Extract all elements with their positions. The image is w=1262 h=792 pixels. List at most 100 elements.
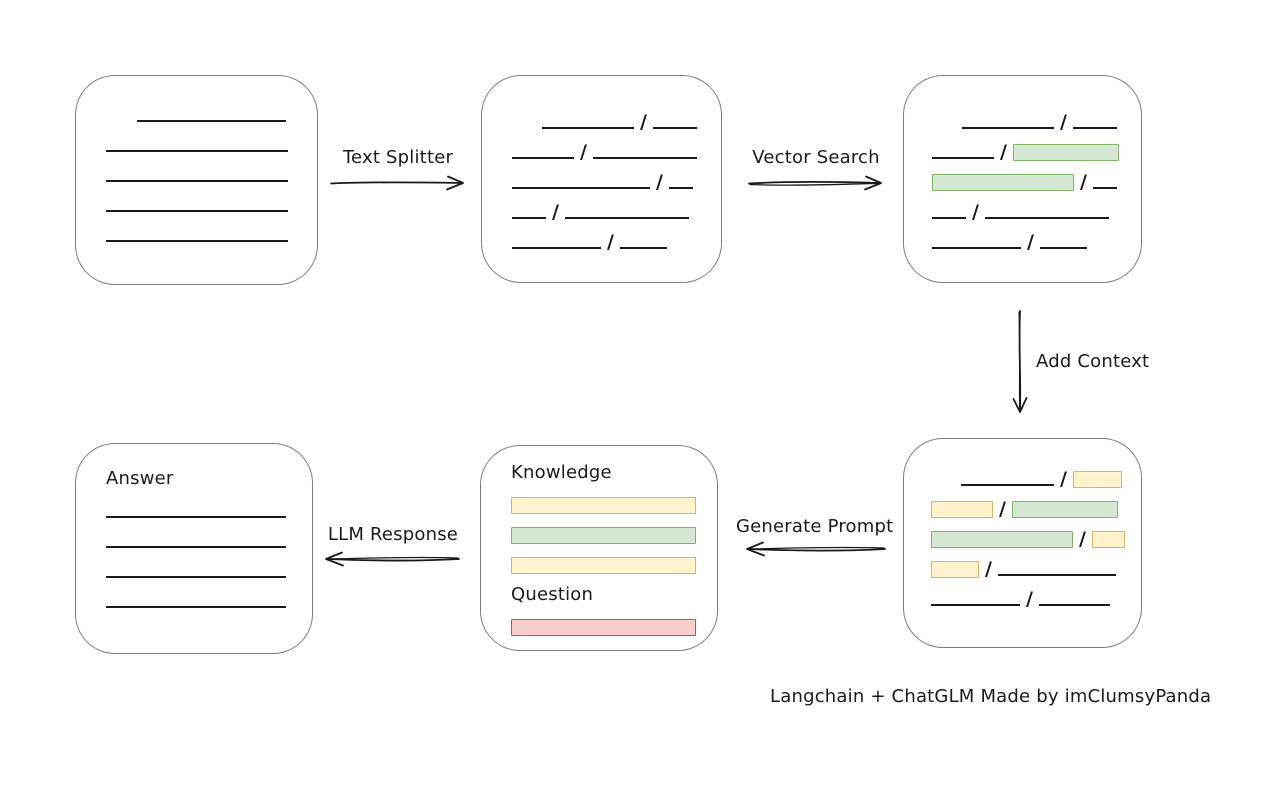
diagram-row — [511, 516, 717, 546]
yellow-highlight-rect — [1091, 531, 1125, 548]
text-splitter-arrow-icon — [330, 175, 464, 191]
slash-separator: / — [580, 141, 587, 163]
add-context-arrow-icon — [1012, 310, 1028, 413]
text-line — [931, 604, 1020, 606]
text-line — [962, 127, 1054, 129]
diagram-row: / — [512, 193, 721, 223]
text-line — [512, 187, 650, 189]
diagram-row: / — [512, 223, 721, 253]
split-chunks-box: ///// — [481, 75, 722, 283]
box-label: Answer — [106, 468, 174, 489]
document-box — [75, 75, 318, 285]
diagram-row — [106, 552, 312, 582]
yellow-highlight-rect — [931, 501, 993, 518]
box-label: Knowledge — [511, 462, 612, 483]
text-line — [106, 606, 286, 608]
green-highlight-rect — [931, 531, 1073, 548]
text-line — [1092, 187, 1117, 189]
diagram-row: / — [932, 133, 1141, 163]
text-splitter-label: Text Splitter — [342, 147, 454, 168]
text-line — [1039, 247, 1087, 249]
text-line — [961, 484, 1054, 486]
diagram-row — [511, 486, 717, 516]
text-line — [932, 217, 966, 219]
slash-separator: / — [1060, 468, 1067, 490]
answer-box: Answer — [75, 443, 313, 654]
text-line — [984, 217, 1109, 219]
yellow-highlight-rect — [511, 497, 696, 514]
text-line — [106, 150, 288, 152]
slash-separator: / — [1027, 231, 1034, 253]
diagram-row: / — [932, 193, 1141, 223]
diagram-row: / — [931, 520, 1141, 550]
text-line — [619, 247, 667, 249]
text-line — [932, 247, 1021, 249]
diagram-row — [106, 96, 317, 126]
diagram-row — [106, 216, 317, 246]
box-label: Question — [511, 584, 594, 605]
text-line — [106, 516, 286, 518]
slash-separator: / — [640, 111, 647, 133]
diagram-row — [106, 156, 317, 186]
green-highlight-rect — [932, 174, 1074, 191]
slash-separator: / — [999, 498, 1006, 520]
add-context-label: Add Context — [1036, 351, 1150, 372]
text-line — [997, 574, 1116, 576]
diagram-row: / — [512, 163, 721, 193]
diagram-row — [511, 608, 717, 638]
green-highlight-rect — [1011, 501, 1118, 518]
context-box: / / / / / — [903, 438, 1142, 648]
diagram-row: / — [931, 550, 1141, 580]
text-line — [564, 217, 689, 219]
text-line — [137, 120, 286, 122]
diagram-row: / — [512, 103, 721, 133]
diagram-row: / — [931, 460, 1141, 490]
generate-prompt-arrow-icon — [746, 541, 886, 557]
text-line — [592, 157, 697, 159]
diagram-row: / — [932, 103, 1141, 133]
text-line — [106, 546, 286, 548]
text-line — [106, 210, 288, 212]
diagram-row: Answer — [106, 460, 312, 492]
matched-chunks-box: / / / / / — [903, 75, 1142, 283]
slash-separator: / — [1079, 528, 1086, 550]
green-highlight-rect — [1012, 144, 1119, 161]
slash-separator: / — [1060, 111, 1067, 133]
text-line — [106, 180, 288, 182]
yellow-highlight-rect — [511, 557, 696, 574]
generate-prompt-label: Generate Prompt — [736, 516, 894, 537]
slash-separator: / — [1000, 141, 1007, 163]
diagram-row: / — [931, 490, 1141, 520]
diagram-row — [106, 186, 317, 216]
caption: Langchain + ChatGLM Made by imClumsyPand… — [770, 686, 1212, 707]
diagram-row: Knowledge — [511, 454, 717, 486]
diagram-row — [511, 546, 717, 576]
vector-search-label: Vector Search — [752, 147, 880, 168]
slash-separator: / — [1080, 171, 1087, 193]
llm-response-arrow-icon — [325, 551, 460, 567]
slash-separator: / — [972, 201, 979, 223]
text-line — [932, 157, 994, 159]
text-line — [512, 217, 546, 219]
diagram-row — [106, 126, 317, 156]
yellow-highlight-rect — [1072, 471, 1122, 488]
slash-separator: / — [656, 171, 663, 193]
diagram-row: / — [932, 223, 1141, 253]
text-line — [668, 187, 693, 189]
slash-separator: / — [985, 558, 992, 580]
red-highlight-rect — [511, 619, 696, 636]
diagram-row: Question — [511, 576, 717, 608]
text-line — [106, 576, 286, 578]
vector-search-arrow-icon — [748, 175, 882, 191]
llm-response-label: LLM Response — [327, 524, 459, 545]
text-line — [1038, 604, 1110, 606]
diagram-row — [106, 522, 312, 552]
slash-separator: / — [1026, 588, 1033, 610]
green-highlight-rect — [511, 527, 696, 544]
text-line — [542, 127, 634, 129]
text-line — [652, 127, 697, 129]
text-line — [512, 157, 574, 159]
text-line — [512, 247, 601, 249]
slash-separator: / — [552, 201, 559, 223]
